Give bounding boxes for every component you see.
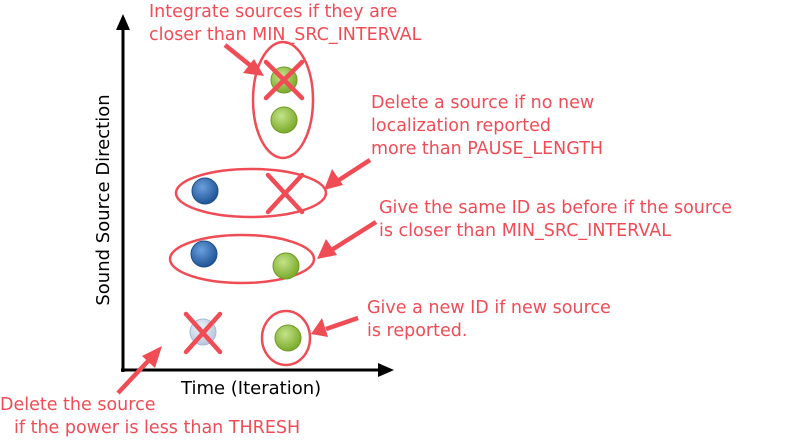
integrate-group-ellipse xyxy=(251,40,315,160)
annotation-integrate: Integrate sources if they are closer tha… xyxy=(149,1,421,47)
new-id-group-ellipse xyxy=(260,309,312,367)
arrow-delete-pause xyxy=(324,158,372,190)
pause-group-ellipse xyxy=(174,167,328,219)
arrow-same-id xyxy=(317,220,378,259)
cross-mark-integrate xyxy=(263,59,305,101)
annotation-delete-pause-line-2: localization reported xyxy=(371,116,551,136)
arrow-integrate xyxy=(223,43,264,76)
annotation-delete-pause-line-3: more than PAUSE_LENGTH xyxy=(371,139,604,159)
y-axis-arrowhead xyxy=(116,14,130,30)
annotation-delete-power: Delete the source if the power is less t… xyxy=(0,394,300,440)
cross-mark-pause xyxy=(265,172,305,215)
arrow-delete-power xyxy=(116,346,162,395)
annotation-new-id-line-1: Give a new ID if new source xyxy=(367,298,611,318)
annotation-delete-power-line-2: if the power is less than THRESH xyxy=(14,418,301,438)
annotation-integrate-line-1: Integrate sources if they are xyxy=(149,2,398,22)
cross-marks xyxy=(183,59,305,355)
source-dot-integrate-bottom xyxy=(270,106,298,134)
source-dot-same-blue xyxy=(190,240,218,268)
axes xyxy=(116,14,394,377)
y-axis-label: Sound Source Direction xyxy=(93,94,114,306)
cross-mark-thresh xyxy=(183,311,223,355)
sound-sources xyxy=(189,66,302,352)
pointer-arrows xyxy=(116,43,378,395)
x-axis-label: Time (Iteration) xyxy=(181,378,322,399)
annotation-delete-pause-line-1: Delete a source if no new xyxy=(371,93,595,113)
annotation-new-id: Give a new ID if new source is reported. xyxy=(367,297,611,343)
annotation-integrate-line-2: closer than MIN_SRC_INTERVAL xyxy=(149,25,422,45)
arrow-new-id xyxy=(311,315,359,337)
source-dot-same-green xyxy=(272,252,300,280)
annotation-new-id-line-2: is reported. xyxy=(367,321,468,341)
source-dot-pause-blue xyxy=(191,177,219,205)
x-axis-arrowhead xyxy=(378,363,394,377)
annotation-delete-power-line-1: Delete the source xyxy=(0,395,156,415)
annotation-same-id-line-1: Give the same ID as before if the source xyxy=(379,198,733,218)
source-dot-new-green xyxy=(274,324,302,352)
same-id-group-ellipse xyxy=(168,233,316,285)
annotation-delete-pause: Delete a source if no new localization r… xyxy=(371,92,603,161)
annotation-same-id: Give the same ID as before if the source… xyxy=(379,197,732,243)
grouping-ellipses xyxy=(168,40,328,367)
annotation-same-id-line-2: is closer than MIN_SRC_INTERVAL xyxy=(379,221,671,241)
